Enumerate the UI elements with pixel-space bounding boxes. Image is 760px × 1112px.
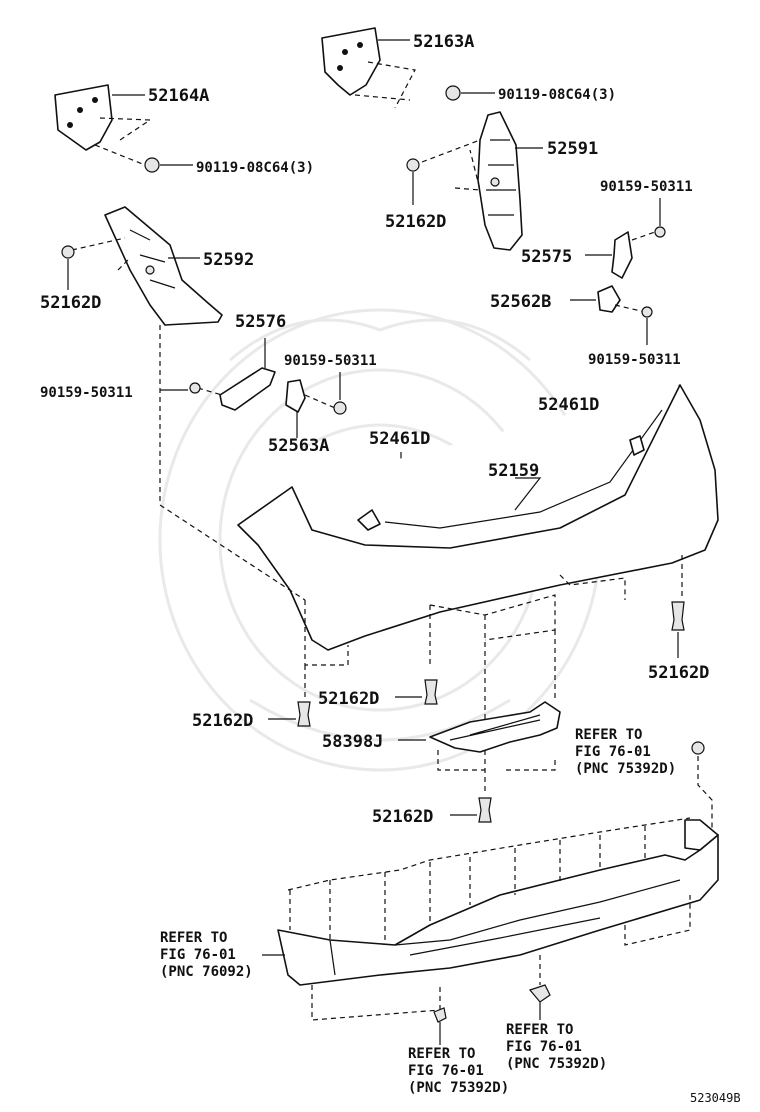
label-90159-b: 90159-50311 (588, 352, 681, 368)
note-ref-right-line3: (PNC 75392D) (575, 761, 676, 777)
clip-52162D-d (395, 679, 438, 705)
bracket-52562B (570, 285, 646, 313)
clip-52162D-e (268, 701, 311, 727)
bracket-52575 (585, 231, 656, 279)
bracket-52164A (54, 84, 152, 166)
label-52162D-e: 52162D (192, 711, 253, 731)
retainer-52591 (421, 111, 543, 251)
label-52162D-d: 52162D (318, 689, 379, 709)
label-90159-c: 90159-50311 (284, 353, 377, 369)
note-ref-bottom-center-line1: REFER TO (408, 1046, 475, 1062)
note-ref-bottom-right-line3: (PNC 75392D) (506, 1056, 607, 1072)
label-52575: 52575 (521, 247, 572, 267)
note-ref-left-line3: (PNC 76092) (160, 964, 253, 980)
label-90159-d: 90159-50311 (40, 385, 133, 401)
assembly-lines (159, 325, 683, 795)
label-52576: 52576 (235, 312, 286, 332)
clip-ref-bottom-center (433, 1007, 447, 1045)
label-52461D-b: 52461D (369, 429, 430, 449)
clip-52162D-c (671, 601, 685, 658)
note-ref-right-line2: FIG 76-01 (575, 744, 651, 760)
label-52159: 52159 (488, 461, 539, 481)
clip-90159-a (654, 198, 666, 238)
label-52563A: 52563A (268, 436, 329, 456)
clip-90159-d (333, 372, 347, 415)
retainer-52592 (71, 206, 223, 326)
label-52164A: 52164A (148, 86, 209, 106)
note-ref-right: REFER TO FIG 76-01 (PNC 75392D) (575, 727, 676, 777)
note-ref-left: REFER TO FIG 76-01 (PNC 76092) (160, 930, 253, 980)
clip-52162D-f (450, 797, 492, 823)
note-ref-bottom-right-line1: REFER TO (506, 1022, 573, 1038)
bracket-52576 (197, 338, 276, 411)
lower-bumper-cover (277, 817, 719, 1021)
bolt-90119-top (445, 85, 495, 101)
note-ref-left-line1: REFER TO (160, 930, 227, 946)
note-ref-bottom-center-line3: (PNC 75392D) (408, 1080, 509, 1096)
note-ref-bottom-right: REFER TO FIG 76-01 (PNC 75392D) (506, 1022, 607, 1072)
clip-90159-c (160, 382, 201, 394)
note-ref-bottom-center: REFER TO FIG 76-01 (PNC 75392D) (408, 1046, 509, 1096)
clip-ref-right (691, 741, 713, 830)
label-52591: 52591 (547, 139, 598, 159)
clip-90159-b (641, 306, 653, 345)
label-52461D-a: 52461D (538, 395, 599, 415)
note-ref-bottom-right-line2: FIG 76-01 (506, 1039, 582, 1055)
clip-52162D-a (406, 158, 420, 205)
label-90119-left: 90119-08C64(3) (196, 160, 314, 176)
label-90119-top: 90119-08C64(3) (498, 87, 616, 103)
cover-58398J (398, 701, 561, 753)
bracket-52563A (285, 379, 336, 438)
clip-52162D-b (61, 245, 75, 290)
label-58398J: 58398J (322, 732, 383, 752)
bumper-cover-52159 (237, 384, 719, 651)
label-52163A: 52163A (413, 32, 474, 52)
label-52162D-a: 52162D (385, 212, 446, 232)
note-ref-bottom-center-line2: FIG 76-01 (408, 1063, 484, 1079)
note-ref-left-line2: FIG 76-01 (160, 947, 236, 963)
note-ref-right-line1: REFER TO (575, 727, 642, 743)
label-52592: 52592 (203, 250, 254, 270)
bracket-52163A (321, 27, 416, 109)
label-52562B: 52562B (490, 292, 551, 312)
label-52162D-f: 52162D (372, 807, 433, 827)
label-90159-a: 90159-50311 (600, 179, 693, 195)
label-52162D-c: 52162D (648, 663, 709, 683)
bolt-90119-left (144, 157, 193, 173)
figure-id: 523049B (690, 1091, 741, 1105)
clip-ref-bottom-right (528, 984, 551, 1020)
label-52162D-b: 52162D (40, 293, 101, 313)
